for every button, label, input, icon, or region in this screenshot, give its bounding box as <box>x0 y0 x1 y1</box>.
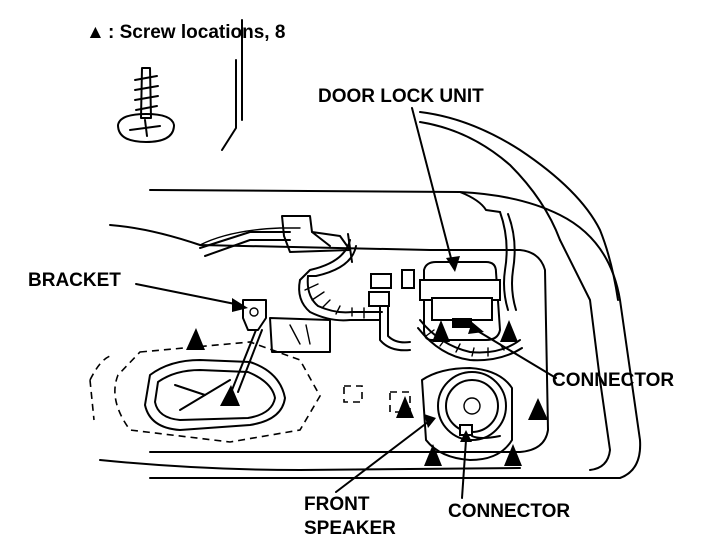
leader-door-lock-unit <box>411 107 460 272</box>
screw-marker-5 <box>396 396 414 418</box>
leader-front-speaker <box>335 414 436 493</box>
cutout-left <box>89 355 111 421</box>
label-connector-right: CONNECTOR <box>552 370 674 391</box>
handle-recess <box>114 341 321 443</box>
screw-marker-7 <box>424 444 442 466</box>
label-front-speaker-line1: FRONT <box>304 494 370 515</box>
label-bracket: BRACKET <box>28 270 121 291</box>
label-connector-bottom: CONNECTOR <box>448 501 570 522</box>
cutout-1 <box>343 385 363 403</box>
label-front-speaker-line2: SPEAKER <box>304 518 396 539</box>
inner-panel <box>109 224 549 453</box>
wiring-harness <box>298 211 523 362</box>
screw-marker-6 <box>528 398 548 420</box>
door-shell <box>99 111 642 479</box>
screw-icon <box>117 67 175 143</box>
legend-symbol: ▲ <box>86 22 105 43</box>
label-door-lock-unit: DOOR LOCK UNIT <box>318 86 484 107</box>
leader-connector-bottom <box>460 430 472 499</box>
screw-marker-4 <box>500 320 518 342</box>
front-speaker-part <box>421 367 513 461</box>
leader-connector-right <box>468 322 557 379</box>
handle-rail <box>199 215 353 263</box>
inset-divider <box>221 59 237 151</box>
screw-marker-1 <box>186 328 205 350</box>
screw-marker-2 <box>220 385 240 406</box>
screw-marker-3 <box>432 320 450 342</box>
leader-bracket <box>135 283 248 312</box>
handle-pocket <box>144 359 286 431</box>
legend-text: : Screw locations, 8 <box>108 22 285 43</box>
screw-marker-8 <box>504 444 522 466</box>
harness-connectors <box>269 269 415 353</box>
screw-markers <box>186 320 548 466</box>
door-lock-unit-part <box>419 261 501 341</box>
